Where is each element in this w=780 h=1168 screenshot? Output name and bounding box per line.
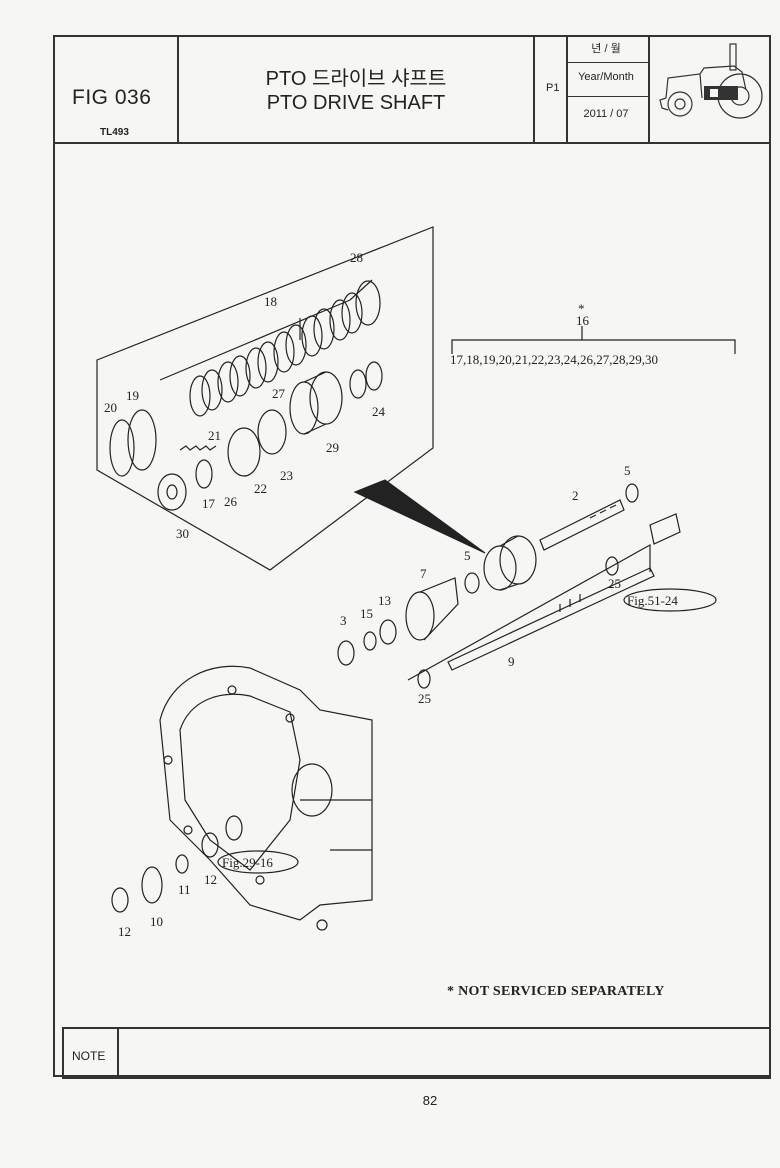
callout-12-upper: 12: [204, 872, 217, 887]
callout-13: 13: [378, 593, 391, 608]
fig-29-16-bubble: [217, 850, 299, 874]
callout-19: 19: [126, 388, 139, 403]
clutch-drum: [483, 535, 537, 591]
note-frame-left: [62, 1027, 64, 1079]
year-month-label-korean: 년 / 월: [591, 43, 621, 55]
callout-22: 22: [254, 481, 267, 496]
model-code: TL493: [100, 127, 129, 138]
retainer-plate-19: [127, 409, 157, 471]
figure-number: FIG 036: [72, 86, 152, 109]
title-korean: PTO 드라이브 샤프트: [265, 68, 447, 90]
detail-pointer: [353, 479, 486, 554]
callout-5-lower: 5: [464, 548, 471, 563]
sub-assembly-parts-list: 17,18,19,20,21,22,23,24,26,27,28,29,30: [450, 352, 658, 367]
header-divider-v2: [533, 35, 535, 143]
spacer-15: [363, 631, 377, 651]
callout-3: 3: [340, 613, 347, 628]
sleeve-11: [175, 854, 189, 874]
seal-ring-24a: [349, 369, 367, 399]
callout-labels: 28 18 16 19 20 21 27 24 29 22 23 26 17 3…: [104, 250, 678, 939]
sub-assembly-panel: [96, 226, 434, 571]
callout-15: 15: [360, 606, 373, 621]
bearing-5-lower: [464, 572, 480, 594]
callout-27: 27: [272, 386, 286, 401]
bearing-12-lower: [111, 887, 129, 913]
callout-9: 9: [508, 654, 515, 669]
callout-30: 30: [176, 526, 189, 541]
note-label: NOTE: [72, 1049, 106, 1063]
spring-21: [179, 445, 217, 451]
snap-ring-20: [109, 419, 135, 477]
note-label-divider: [117, 1027, 119, 1077]
year-month-label: Year/Month: [578, 71, 634, 83]
fig-51-24-reference: Fig.51-24: [627, 593, 678, 608]
shaft-guide-line: [407, 543, 651, 681]
callout-2: 2: [572, 488, 579, 503]
page-code: P1: [546, 82, 560, 94]
callout-28: 28: [350, 250, 363, 265]
header-divider-v4: [648, 35, 650, 143]
bearing-5-upper: [625, 483, 639, 503]
header-divider-v1: [177, 35, 179, 143]
footnote-not-serviced: * NOT SERVICED SEPARATELY: [447, 984, 665, 999]
o-ring-23: [257, 409, 287, 455]
gear-7: [405, 577, 459, 641]
transmission-housing: [159, 665, 373, 931]
year-month-value: 2011 / 07: [583, 108, 629, 120]
callout-29: 29: [326, 440, 339, 455]
clutch-pack: [159, 279, 381, 417]
gear-10: [141, 866, 163, 904]
page-frame: [53, 35, 771, 1077]
seal-26: [195, 459, 213, 489]
fig-51-24-bubble: [623, 588, 717, 612]
callout-10: 10: [150, 914, 163, 929]
bearing-12-upper: [201, 832, 219, 858]
callout-26: 26: [224, 494, 238, 509]
callout-25-lower: 25: [418, 691, 431, 706]
sub-assembly-bracket: [451, 339, 736, 354]
pto-shaft-9: [447, 567, 655, 671]
note-divider: [63, 1027, 771, 1029]
seal-ring-24b: [365, 361, 383, 391]
callout-18: 18: [264, 294, 277, 309]
callout-25-upper: 25: [608, 576, 621, 591]
clutch-hub-29: [289, 371, 343, 435]
header-divider: [53, 142, 771, 144]
exploded-parts-diagram: 28 18 16 19 20 21 27 24 29 22 23 26 17 3…: [96, 226, 736, 939]
note-frame-bottom: [62, 1077, 771, 1079]
callout-17: 17: [202, 496, 216, 511]
o-ring-22: [227, 427, 261, 477]
year-month-divider-2: [566, 96, 649, 97]
piston-17: [157, 473, 187, 511]
bearing-3: [337, 640, 355, 666]
callout-24: 24: [372, 404, 386, 419]
needle-bearing-25b: [417, 669, 431, 689]
fig-29-16-reference: Fig.29-16: [222, 855, 273, 870]
callout-21: 21: [208, 428, 221, 443]
callout-5-upper: 5: [624, 463, 631, 478]
callout-20: 20: [104, 400, 117, 415]
header-divider-v3: [566, 35, 568, 143]
not-serviced-star: *: [578, 301, 585, 316]
page-number: 82: [422, 1093, 438, 1108]
callout-11: 11: [178, 882, 191, 897]
seal-ring-upper: [225, 815, 243, 841]
callout-23: 23: [280, 468, 293, 483]
callout-12-lower: 12: [118, 924, 131, 939]
callout-16: 16: [576, 313, 590, 328]
callout-7: 7: [420, 566, 427, 581]
coupling: [649, 513, 681, 545]
title-english: PTO DRIVE SHAFT: [266, 92, 446, 114]
pto-shaft-2: [539, 499, 625, 551]
needle-bearing-25a: [605, 556, 619, 576]
bearing-13: [379, 619, 397, 645]
tractor-icon: [659, 43, 763, 119]
year-month-divider-1: [566, 62, 649, 63]
